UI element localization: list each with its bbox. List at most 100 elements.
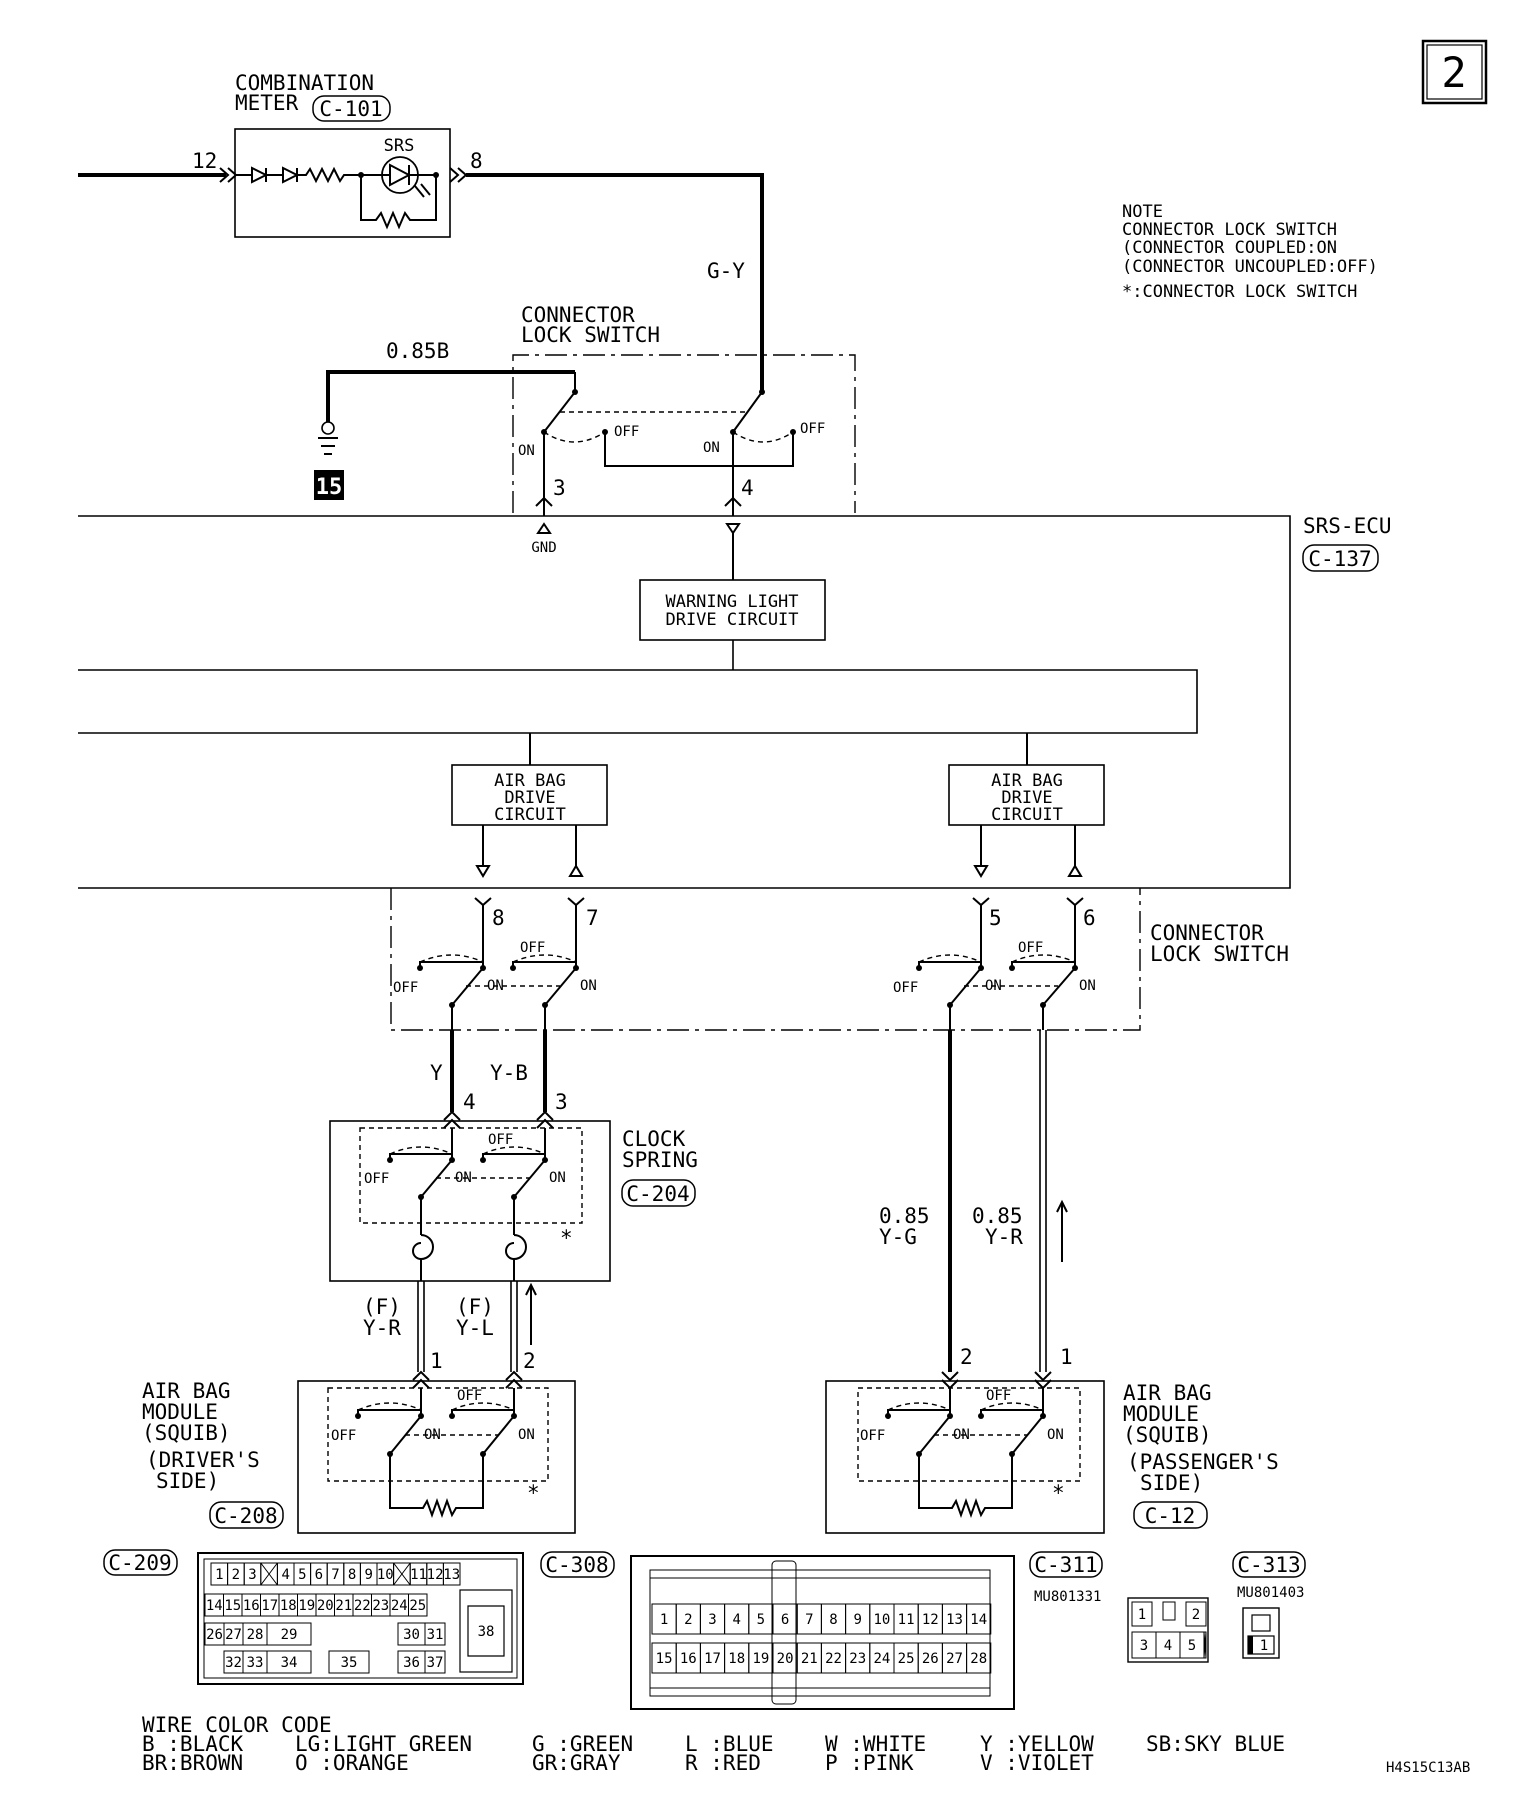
c308-pin: 20 [777,1651,794,1667]
ecu-connector: C-137 [1308,547,1371,571]
wire-f-2: (F) [456,1295,494,1319]
c209-pin: 12 [427,1567,444,1583]
c209-pin-38: 38 [478,1624,495,1640]
c209-pin: 1 [215,1567,223,1583]
top-sw-b-on: ON [703,440,720,456]
c209-pin: 21 [335,1598,352,1614]
wcc-r1-2: G :GREEN [532,1732,633,1756]
warning-line2: DRIVE CIRCUIT [665,610,798,630]
driver-mod-connector: C-208 [214,1504,277,1528]
wire-y-g: Y-G [879,1225,917,1249]
c209-pin: 13 [443,1567,460,1583]
c311-pin: 3 [1140,1638,1148,1654]
c209-pin: 18 [280,1598,297,1614]
c308-pin: 28 [970,1651,987,1667]
wire-y-r-driver: Y-R [363,1316,401,1340]
c308-pin: 6 [781,1612,789,1628]
meter-pin-out: 8 [470,149,483,173]
c209-pin: 31 [427,1627,444,1643]
d-sw2-off: OFF [520,940,545,956]
combination-meter: COMBINATION METER C-101 12 SRS 8 G-Y [78,71,764,392]
warning-line1: WARNING LIGHT [665,592,798,612]
c308-pin: 19 [752,1651,769,1667]
dm-sw2-on: ON [518,1427,535,1443]
driver-circuit-l3: CIRCUIT [494,805,566,825]
c209-pin: 10 [377,1567,394,1583]
c308-pin: 3 [708,1612,716,1628]
c209-pin: 19 [298,1598,315,1614]
pass-mod-l4: (PASSENGER'S [1127,1450,1279,1474]
c209-pin: 30 [403,1627,420,1643]
c209-pin: 26 [206,1627,223,1643]
c209-pin-cell [424,1622,446,1646]
pass-mod-l2: MODULE [1123,1402,1199,1426]
c313-pin-1: 1 [1260,1638,1268,1654]
cs-sw1-off: OFF [364,1171,389,1187]
cs-asterisk: * [560,1226,573,1250]
meter-name-line2: METER [235,91,299,115]
clock-spring-name-2: SPRING [622,1148,698,1172]
ecu-pin-5: 5 [989,906,1002,930]
c209-pin: 22 [354,1598,371,1614]
top-lock-label-1: CONNECTOR [521,303,635,327]
pass-circuit-l1: AIR BAG [991,771,1063,791]
c209-pin: 34 [281,1655,298,1671]
note-title: NOTE [1122,202,1163,222]
c209-pin: 28 [247,1627,264,1643]
c308-pin: 7 [805,1612,813,1628]
wire-y: Y [430,1061,443,1085]
top-lock-switch: CONNECTOR LOCK SWITCH 0.85B 15 ON OFF ON… [314,303,856,516]
ecu-name: SRS-ECU [1303,514,1392,538]
c308-pin: 4 [732,1612,740,1628]
pm-pin-2: 2 [960,1345,973,1369]
note-line4: *:CONNECTOR LOCK SWITCH [1122,282,1357,302]
c308-pin: 15 [656,1651,673,1667]
top-lock-label-2: LOCK SWITCH [521,323,660,347]
c209-pin-cell [328,1650,370,1674]
c308-pin: 9 [853,1612,861,1628]
c209-label: C-209 [108,1551,171,1575]
pass-mod-l5: SIDE) [1140,1471,1203,1495]
pass-mod-connector: C-12 [1145,1504,1196,1528]
c209-pin: 24 [391,1598,408,1614]
c308-pin: 10 [873,1612,890,1628]
c308-pin: 26 [922,1651,939,1667]
d-sw1-off: OFF [393,980,418,996]
driver-circuit-l1: AIR BAG [494,771,566,791]
c308-pin: 27 [946,1651,963,1667]
c308-pin: 21 [801,1651,818,1667]
c311-pin: 2 [1192,1607,1200,1623]
c209-pin: 35 [341,1655,358,1671]
driver-mod-l1: AIR BAG [142,1379,231,1403]
wcc-r2-1: O :ORANGE [295,1751,409,1775]
pm-asterisk: * [1052,1481,1065,1505]
c311-pin-cell [1131,1601,1153,1627]
wcc-r1-1: LG:LIGHT GREEN [295,1732,472,1756]
c308-label: C-308 [545,1553,608,1577]
page-number-box: 2 [1421,39,1488,105]
top-sw-b-off: OFF [800,421,825,437]
wcc-r2-4: P :PINK [825,1751,914,1775]
pm-sw2-on: ON [1047,1427,1064,1443]
top-pin-3: 3 [553,476,566,500]
c209-pin: 15 [224,1598,241,1614]
dm-asterisk: * [527,1481,540,1505]
wire-pr-gauge: 0.85 [972,1204,1023,1228]
ecu-pin-8: 8 [492,906,505,930]
connector-c313: C-313 MU801403 1 [1232,1551,1306,1659]
bottom-lock-switch: CONNECTOR LOCK SWITCH 8 7 5 6 OFF ON OFF… [390,888,1289,1031]
p-sw1-off: OFF [893,980,918,996]
dm-pin-2: 2 [523,1349,536,1373]
p-sw2-off: OFF [1018,940,1043,956]
bottom-lock-label-2: LOCK SWITCH [1150,942,1289,966]
driver-mod-l4: (DRIVER'S [146,1448,260,1472]
c209-pin: 7 [331,1567,339,1583]
c311-pin: 1 [1138,1607,1146,1623]
c209-pin: 36 [403,1655,420,1671]
wire-f-1: (F) [363,1295,401,1319]
figure-code: H4S15C13AB [1386,1760,1470,1776]
wire-g-y: G-Y [707,259,745,283]
